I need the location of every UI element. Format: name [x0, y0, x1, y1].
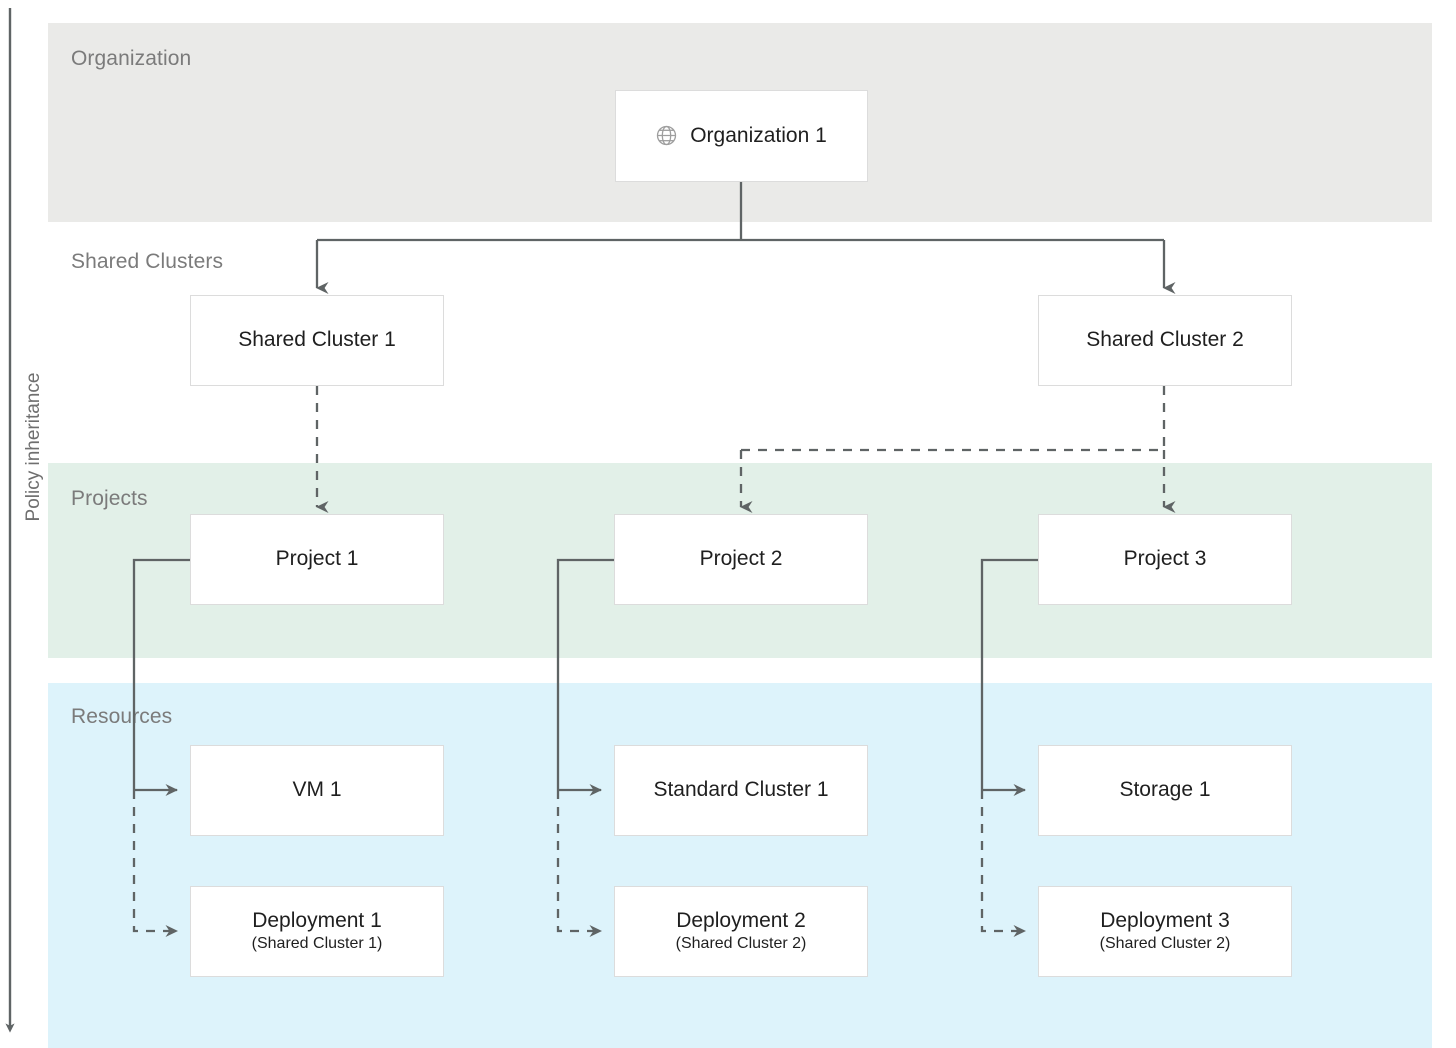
node-label: Deployment 3	[1100, 908, 1230, 932]
node-label: Deployment 1	[252, 908, 382, 932]
node-label: VM 1	[292, 778, 342, 802]
node-project-3[interactable]: Project 3	[1038, 514, 1292, 605]
tier-label-shared-clusters: Shared Clusters	[71, 250, 224, 273]
node-label: Project 3	[1123, 547, 1207, 571]
node-label: Deployment 2	[676, 908, 806, 932]
node-standard-cluster-1[interactable]: Standard Cluster 1	[614, 745, 868, 836]
node-deployment-3[interactable]: Deployment 3 (Shared Cluster 2)	[1038, 886, 1292, 977]
node-sublabel: (Shared Cluster 1)	[251, 935, 383, 953]
node-label: Storage 1	[1119, 778, 1211, 802]
node-label: Project 2	[699, 547, 783, 571]
tier-label-projects: Projects	[71, 487, 148, 510]
tier-band-resources	[48, 683, 1432, 1048]
tier-label-resources: Resources	[71, 705, 173, 728]
node-label: Project 1	[275, 547, 359, 571]
policy-inheritance-rail	[5, 8, 15, 1033]
node-label: Organization 1	[690, 123, 827, 147]
node-label: Shared Cluster 1	[238, 328, 396, 352]
node-shared-cluster-1[interactable]: Shared Cluster 1	[190, 295, 444, 386]
node-label: Standard Cluster 1	[653, 778, 829, 802]
node-storage-1[interactable]: Storage 1	[1038, 745, 1292, 836]
node-shared-cluster-2[interactable]: Shared Cluster 2	[1038, 295, 1292, 386]
node-vm-1[interactable]: VM 1	[190, 745, 444, 836]
node-sublabel: (Shared Cluster 2)	[1099, 935, 1231, 953]
node-deployment-1[interactable]: Deployment 1 (Shared Cluster 1)	[190, 886, 444, 977]
node-deployment-2[interactable]: Deployment 2 (Shared Cluster 2)	[614, 886, 868, 977]
node-organization-1[interactable]: Organization 1	[615, 90, 868, 182]
node-sublabel: (Shared Cluster 2)	[675, 935, 807, 953]
globe-icon	[656, 125, 677, 146]
tier-label-organization: Organization	[71, 47, 192, 70]
node-project-2[interactable]: Project 2	[614, 514, 868, 605]
node-project-1[interactable]: Project 1	[190, 514, 444, 605]
node-label: Shared Cluster 2	[1086, 328, 1244, 352]
